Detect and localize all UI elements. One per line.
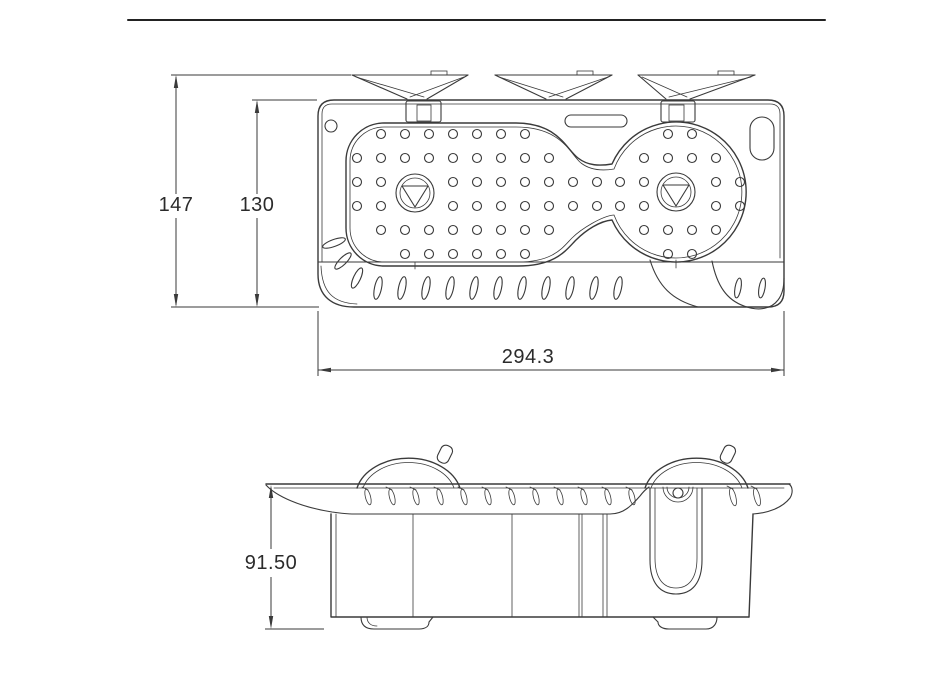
clip-left — [405, 100, 442, 123]
dimension-profile-height: 91.50 — [245, 485, 324, 630]
body-profile — [330, 513, 754, 618]
dimension-overall-height: 147 — [159, 74, 351, 308]
suction-cup-icon-3 — [637, 70, 756, 100]
dimension-overall-width: 294.3 — [317, 311, 785, 376]
body-inner-corner — [320, 265, 358, 305]
dim-label-91-50: 91.50 — [245, 552, 298, 574]
drain-valve-icon-right — [656, 172, 696, 212]
slotted-apron — [317, 237, 785, 310]
top-view — [317, 70, 785, 310]
suction-cup-icon-2 — [494, 70, 613, 100]
side-view — [265, 444, 793, 630]
dim-label-294-3: 294.3 — [502, 346, 555, 368]
perforated-panel-outer — [345, 121, 747, 267]
pivot-pin — [672, 487, 684, 499]
drain-valve-icon-left — [395, 173, 435, 213]
dim-label-130: 130 — [240, 194, 275, 216]
rim-slots — [361, 485, 761, 507]
perforated-panel-inner — [349, 125, 743, 263]
rim-profile — [265, 483, 793, 515]
apron-slots — [322, 237, 766, 300]
center-slot — [564, 114, 628, 128]
feet — [360, 616, 718, 630]
corner-hole — [324, 119, 338, 133]
suction-cup-icon-1 — [351, 70, 469, 100]
suction-cup-dome-right — [644, 444, 749, 489]
suction-cup-dome-left — [356, 444, 461, 489]
dim-label-147: 147 — [159, 194, 194, 216]
body-inner-wall — [321, 103, 781, 263]
cup-holder-pocket — [649, 486, 703, 595]
drain-hole-grid — [351, 128, 746, 260]
right-slot — [749, 116, 775, 161]
dimension-body-height: 130 — [240, 99, 317, 307]
